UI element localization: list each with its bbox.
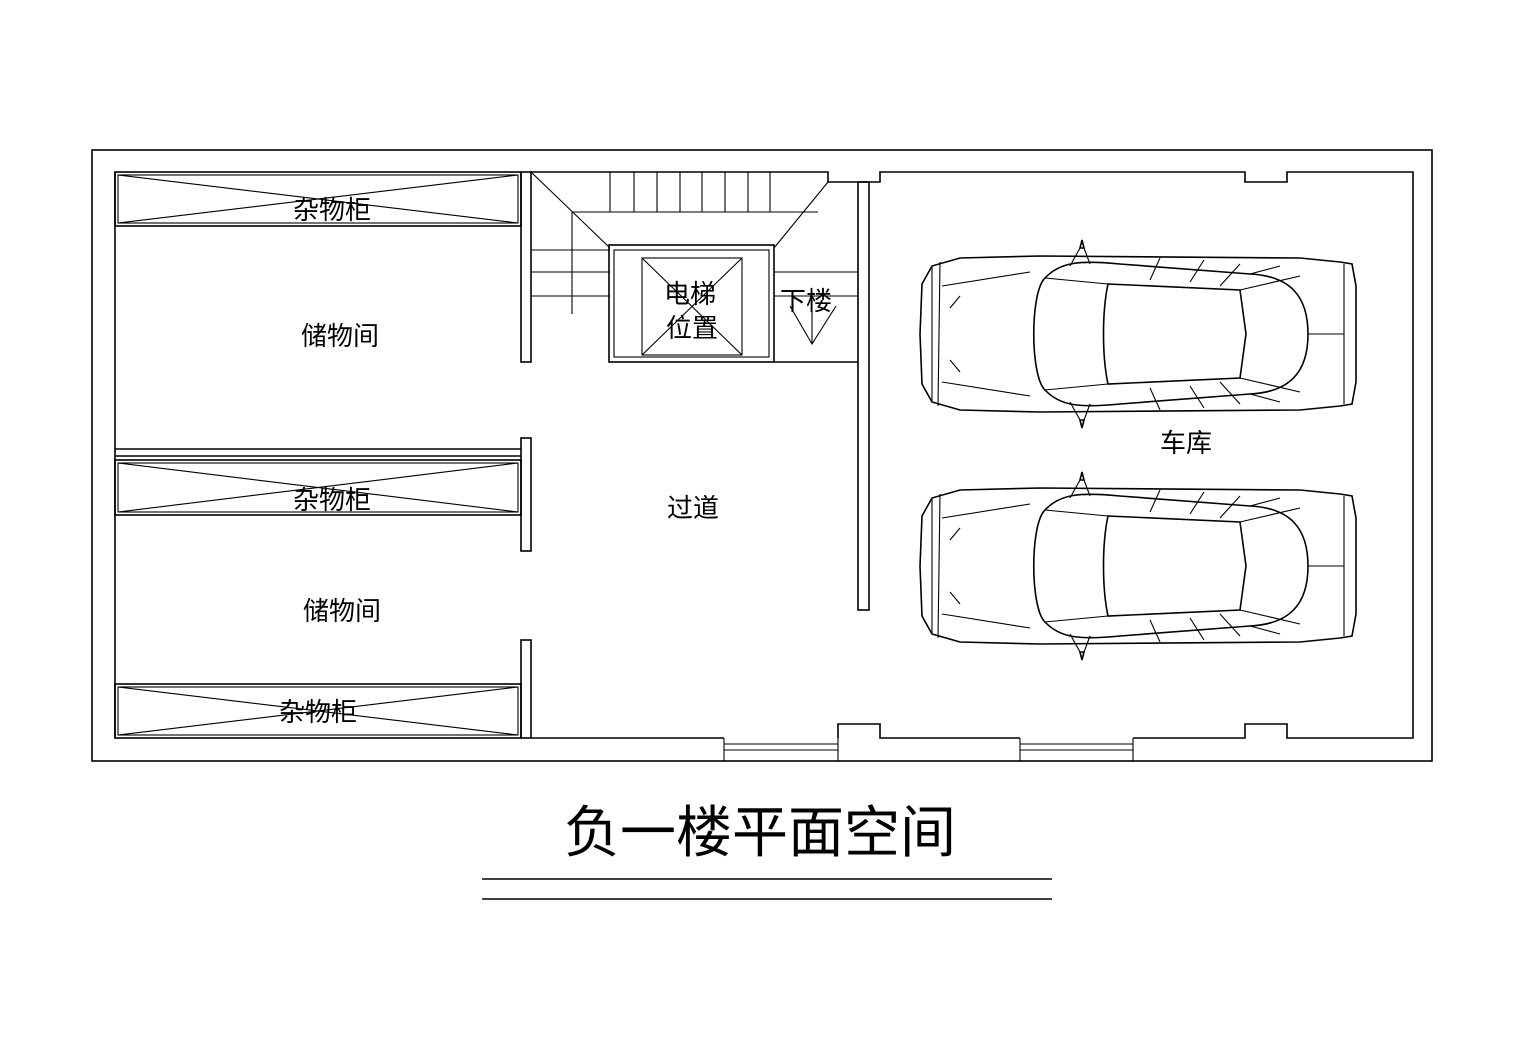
elevator-shaft <box>608 244 775 363</box>
garage-label: 车库 <box>1160 429 1212 459</box>
cabinet-mid-label: 杂物柜 <box>293 486 371 516</box>
cabinet-top-cross <box>117 174 519 224</box>
storage-bottom-label: 储物间 <box>303 597 381 627</box>
elevator-label-1: 电梯 <box>664 280 716 310</box>
title-underline <box>482 878 1052 900</box>
cabinet-bottom-label: 杂物柜 <box>279 698 357 728</box>
plan-title: 负一楼平面空间 <box>564 801 956 866</box>
outer-wall <box>91 149 1433 762</box>
car-bottom <box>919 471 1357 661</box>
cabinet-top-label: 杂物柜 <box>293 196 371 226</box>
storage-top-label: 储物间 <box>301 322 379 352</box>
car-top <box>919 239 1357 429</box>
cabinet-mid-cross <box>117 462 519 513</box>
elevator-label-2: 位置 <box>666 314 718 344</box>
corridor-label: 过道 <box>667 494 719 524</box>
stairs-down-label: 下楼 <box>780 287 832 317</box>
cabinet-bottom-cross <box>117 686 519 736</box>
stairs-arrow <box>789 300 837 346</box>
